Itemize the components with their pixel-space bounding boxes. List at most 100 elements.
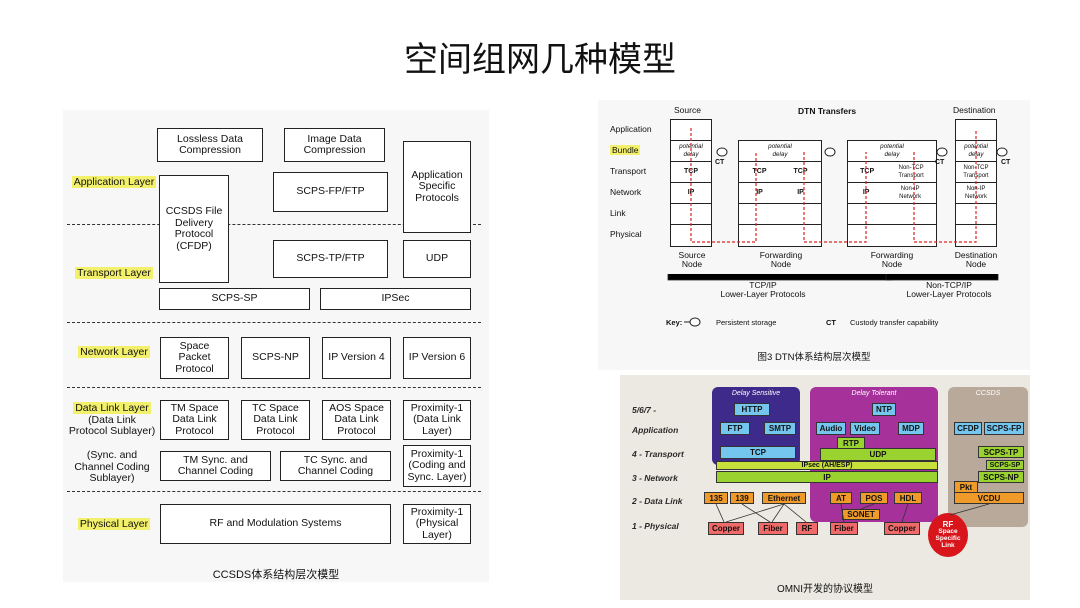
box-hdl: HDL	[894, 492, 922, 504]
box-scps-fp: SCPS-FP/FTP	[273, 172, 388, 212]
box-rf: RF and Modulation Systems	[160, 504, 391, 544]
omni-links	[715, 503, 990, 523]
dtn-key-persistent: Persistent storage	[716, 318, 777, 327]
box-audio: Audio	[816, 422, 846, 435]
box-fiber: Fiber	[758, 522, 788, 535]
dtn-source-header: Source	[674, 105, 701, 115]
box-udp: UDP	[403, 240, 471, 278]
box-ipsec: IPSec	[320, 288, 471, 310]
ccsds-diagram: Application Layer Transport Layer Networ…	[63, 110, 489, 582]
slide-title: 空间组网几种模型	[404, 40, 676, 80]
box-ipv6: IP Version 6	[403, 337, 471, 379]
dtn-destination-header: Destination	[953, 105, 996, 115]
layer-network: Network Layer	[78, 346, 150, 358]
box-139: 139	[730, 492, 754, 504]
box-scps-tp: SCPS-TP	[978, 446, 1024, 458]
box-smtp: SMTP	[764, 422, 796, 435]
box-ftp: FTP	[720, 422, 750, 435]
box-udp: UDP	[820, 448, 936, 461]
dtn-path-lines	[667, 128, 1008, 281]
box-scps-sp: SCPS-SP	[986, 460, 1024, 470]
separator	[67, 224, 481, 225]
cell-link	[956, 204, 996, 225]
cell-tcp: TCP	[671, 162, 711, 183]
dtn-key-label: Key:	[666, 318, 683, 327]
box-ipsec: IPsec (AH/ESP)	[716, 461, 938, 470]
separator	[67, 491, 481, 492]
box-vcdu: VCDU	[954, 492, 1024, 504]
cell-link	[848, 204, 936, 225]
box-pos: POS	[860, 492, 888, 504]
box-rf: RF	[796, 522, 818, 535]
box-copper: Copper	[708, 522, 744, 535]
box-scps-np: SCPS-NP	[978, 471, 1024, 483]
dtn-layer-network: Network	[610, 187, 642, 197]
omni-layer-application: Application	[632, 425, 679, 435]
dtn-layer-link: Link	[610, 208, 626, 218]
dtn-key-custody: Custody transfer capability	[850, 318, 939, 327]
ct-label: CT	[1001, 159, 1011, 166]
omni-layer-transport: 4 - Transport	[632, 449, 684, 459]
separator	[67, 387, 481, 388]
omni-layer-567: 5/6/7 -	[632, 405, 657, 415]
box-tcp: TCP	[720, 446, 796, 459]
box-cfdp: CFDP	[954, 422, 982, 435]
box-scps-sp: SCPS-SP	[159, 288, 310, 310]
layer-transport: Transport Layer	[75, 267, 153, 279]
dtn-transfers-header: DTN Transfers	[798, 106, 857, 116]
dtn-caption: 图3 DTN体系结构层次模型	[757, 352, 871, 363]
layer-data-link: Data Link Layer (Data Link Protocol Subl…	[68, 402, 156, 437]
ct-label: CT	[715, 159, 725, 166]
layer-physical: Physical Layer	[77, 518, 151, 530]
box-video: Video	[850, 422, 880, 435]
layer-sync: (Sync. and Channel Coding Sublayer)	[74, 449, 150, 484]
box-fiber: Fiber	[830, 522, 858, 535]
box-http: HTTP	[734, 403, 770, 416]
layer-application: Application Layer	[71, 176, 157, 188]
omni-diagram: 5/6/7 - Application 4 - Transport 3 - Ne…	[620, 375, 1030, 600]
persistent-storage-icon	[684, 317, 701, 327]
box-scps-fp: SCPS-FP	[984, 422, 1024, 435]
cell-link	[739, 204, 821, 225]
ct-label: CT	[935, 159, 945, 166]
ccsds-caption: CCSDS体系结构层次模型	[212, 569, 340, 581]
omni-layer-physical: 1 - Physical	[632, 521, 679, 531]
dtn-key-ct: CT	[826, 318, 836, 327]
omni-layer-network: 3 - Network	[632, 473, 678, 483]
dtn-layer-application: Application	[610, 124, 652, 134]
box-scps-tp: SCPS-TP/FTP	[273, 240, 388, 278]
box-135: 135	[704, 492, 728, 504]
box-ntp: NTP	[872, 403, 896, 416]
box-ip: IP	[716, 471, 938, 483]
box-at: AT	[830, 492, 852, 504]
dtn-layer-bundle: Bundle	[610, 145, 641, 155]
dtn-layer-transport: Transport	[610, 166, 647, 176]
box-ipv4: IP Version 4	[322, 337, 391, 379]
omni-layer-datalink: 2 - Data Link	[632, 496, 683, 506]
box-mdp: MDP	[898, 422, 924, 435]
box-copper: Copper	[884, 522, 920, 535]
